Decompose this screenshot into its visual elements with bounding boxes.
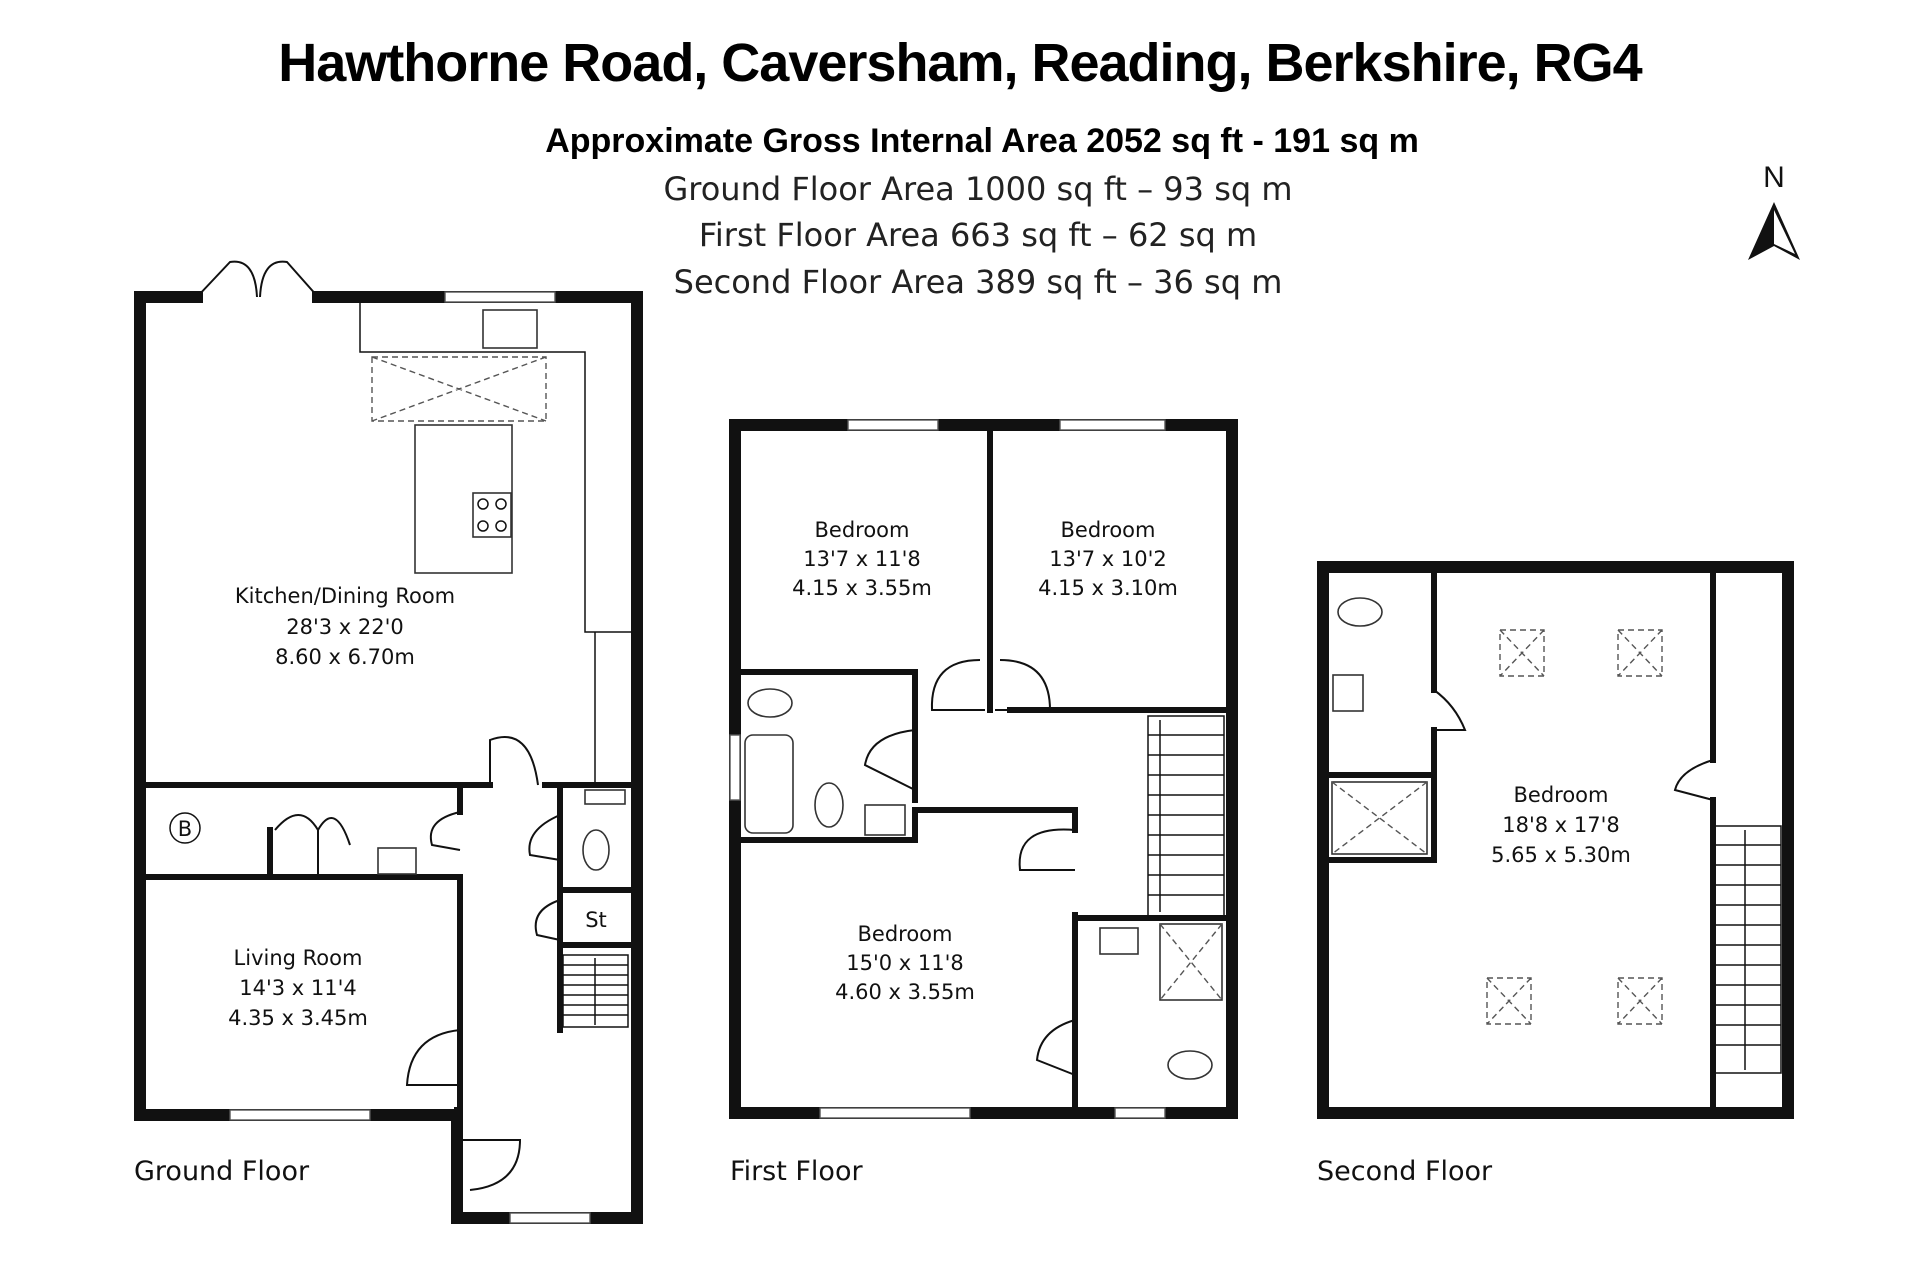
ensuite-toilet-icon	[1167, 1050, 1213, 1080]
bed-bottom-name: Bedroom	[858, 922, 953, 946]
french-doors	[196, 260, 319, 298]
skylight-cross	[371, 356, 547, 422]
second-outer-walls	[1317, 561, 1794, 1119]
boiler-icon	[169, 812, 201, 844]
bed-bottom-imperial: 15'0 x 11'8	[846, 951, 964, 975]
first-stairs	[1147, 715, 1225, 917]
bed-left-door	[930, 659, 985, 711]
wc-toilet-icon	[582, 829, 610, 871]
kitchen-imperial: 28'3 x 22'0	[286, 615, 404, 639]
second-bed-name: Bedroom	[1514, 783, 1609, 807]
bed-left-metric: 4.15 x 3.55m	[792, 576, 932, 600]
kitchen-sink-icon	[482, 309, 538, 349]
front-door	[460, 1139, 522, 1191]
compass: N	[1748, 161, 1800, 260]
utility-sink-icon	[377, 847, 417, 875]
property-title: Hawthorne Road, Caversham, Reading, Berk…	[278, 33, 1642, 93]
stair-door	[1673, 759, 1714, 801]
wc-basin-icon	[584, 789, 626, 805]
bathtub-icon	[744, 734, 794, 834]
ground-stairs	[562, 954, 629, 1028]
skylight-icon	[1486, 977, 1532, 1025]
second-toilet-icon	[1337, 597, 1383, 627]
ground-floor-label: Ground Floor	[134, 1156, 310, 1187]
skylight-icon	[1499, 629, 1545, 677]
first-floor-area: First Floor Area 663 sq ft – 62 sq m	[699, 216, 1257, 254]
north-arrow-highlight	[1774, 210, 1795, 254]
bathroom-toilet2-icon	[814, 782, 844, 828]
store-label: St	[585, 908, 607, 932]
kitchen-counter	[359, 302, 632, 633]
living-metric: 4.35 x 3.45m	[228, 1006, 368, 1030]
ground-floor-area: Ground Floor Area 1000 sq ft – 93 sq m	[663, 170, 1292, 208]
second-shower-icon	[1331, 781, 1428, 855]
second-bed-imperial: 18'8 x 17'8	[1502, 813, 1620, 837]
second-stairs	[1714, 825, 1782, 1074]
kitchen-name: Kitchen/Dining Room	[235, 584, 455, 608]
bedroom-bottom-window	[819, 1107, 971, 1119]
bed-right-door	[995, 659, 1052, 711]
cupboard-doors	[274, 814, 351, 877]
store-door	[534, 899, 561, 941]
living-north-wall	[140, 874, 463, 1115]
bed-right-name: Bedroom	[1061, 518, 1156, 542]
wc-door	[528, 814, 561, 861]
ground-floor-plan: B St Kitchen/Dining Room 28'3 x 22'0 8.6…	[134, 260, 643, 1224]
hob-icon	[472, 492, 512, 538]
living-imperial: 14'3 x 11'4	[239, 976, 357, 1000]
skylights	[1486, 629, 1663, 1025]
second-ensuite-door	[1433, 689, 1467, 731]
second-floor-area: Second Floor Area 389 sq ft – 36 sq m	[674, 263, 1283, 301]
skylight-icon	[1617, 977, 1663, 1025]
gross-internal-area: Approximate Gross Internal Area 2052 sq …	[545, 122, 1419, 160]
compass-letter: N	[1763, 161, 1785, 194]
ground-outer-walls	[134, 291, 643, 1224]
kitchen-skylight	[371, 356, 547, 422]
first-floor-plan: Bedroom 13'7 x 11'8 4.15 x 3.55m Bedroom…	[729, 419, 1238, 1187]
kitchen-door	[489, 736, 539, 786]
ensuite-window	[1114, 1107, 1166, 1119]
bed-right-imperial: 13'7 x 10'2	[1049, 547, 1167, 571]
first-floor-label: First Floor	[730, 1156, 863, 1187]
bathroom-basin-icon	[864, 804, 906, 836]
bathroom-window	[729, 734, 741, 801]
living-name: Living Room	[234, 946, 363, 970]
second-bed-metric: 5.65 x 5.30m	[1491, 843, 1631, 867]
bed-left-name: Bedroom	[815, 518, 910, 542]
kitchen-window	[444, 291, 556, 303]
bed-left-imperial: 13'7 x 11'8	[803, 547, 921, 571]
living-window	[229, 1109, 371, 1121]
bed-bottom-metric: 4.60 x 3.55m	[835, 980, 975, 1004]
bathroom-toilet-icon	[747, 688, 793, 718]
bed-bottom-north-wall	[738, 807, 1078, 843]
skylight-icon	[1617, 629, 1663, 677]
shower-cross	[1159, 923, 1223, 1001]
boiler-label: B	[178, 817, 192, 841]
bedroom-left-window	[847, 419, 939, 431]
second-floor-label: Second Floor	[1317, 1156, 1493, 1187]
kitchen-metric: 8.60 x 6.70m	[275, 645, 415, 669]
bed-bottom-door	[1018, 828, 1076, 871]
front-door-window	[509, 1212, 591, 1224]
second-floor-plan: Bedroom 18'8 x 17'8 5.65 x 5.30m Second …	[1317, 561, 1794, 1187]
second-basin-icon	[1332, 674, 1364, 712]
bedroom-right-window	[1059, 419, 1166, 431]
bed-right-metric: 4.15 x 3.10m	[1038, 576, 1178, 600]
ensuite-basin-icon	[1099, 927, 1139, 955]
utility-door	[429, 811, 461, 851]
first-outer-walls	[729, 419, 1238, 1119]
ensuite-door	[1035, 1019, 1076, 1076]
bathroom-door	[863, 729, 916, 791]
living-door	[405, 1029, 461, 1086]
